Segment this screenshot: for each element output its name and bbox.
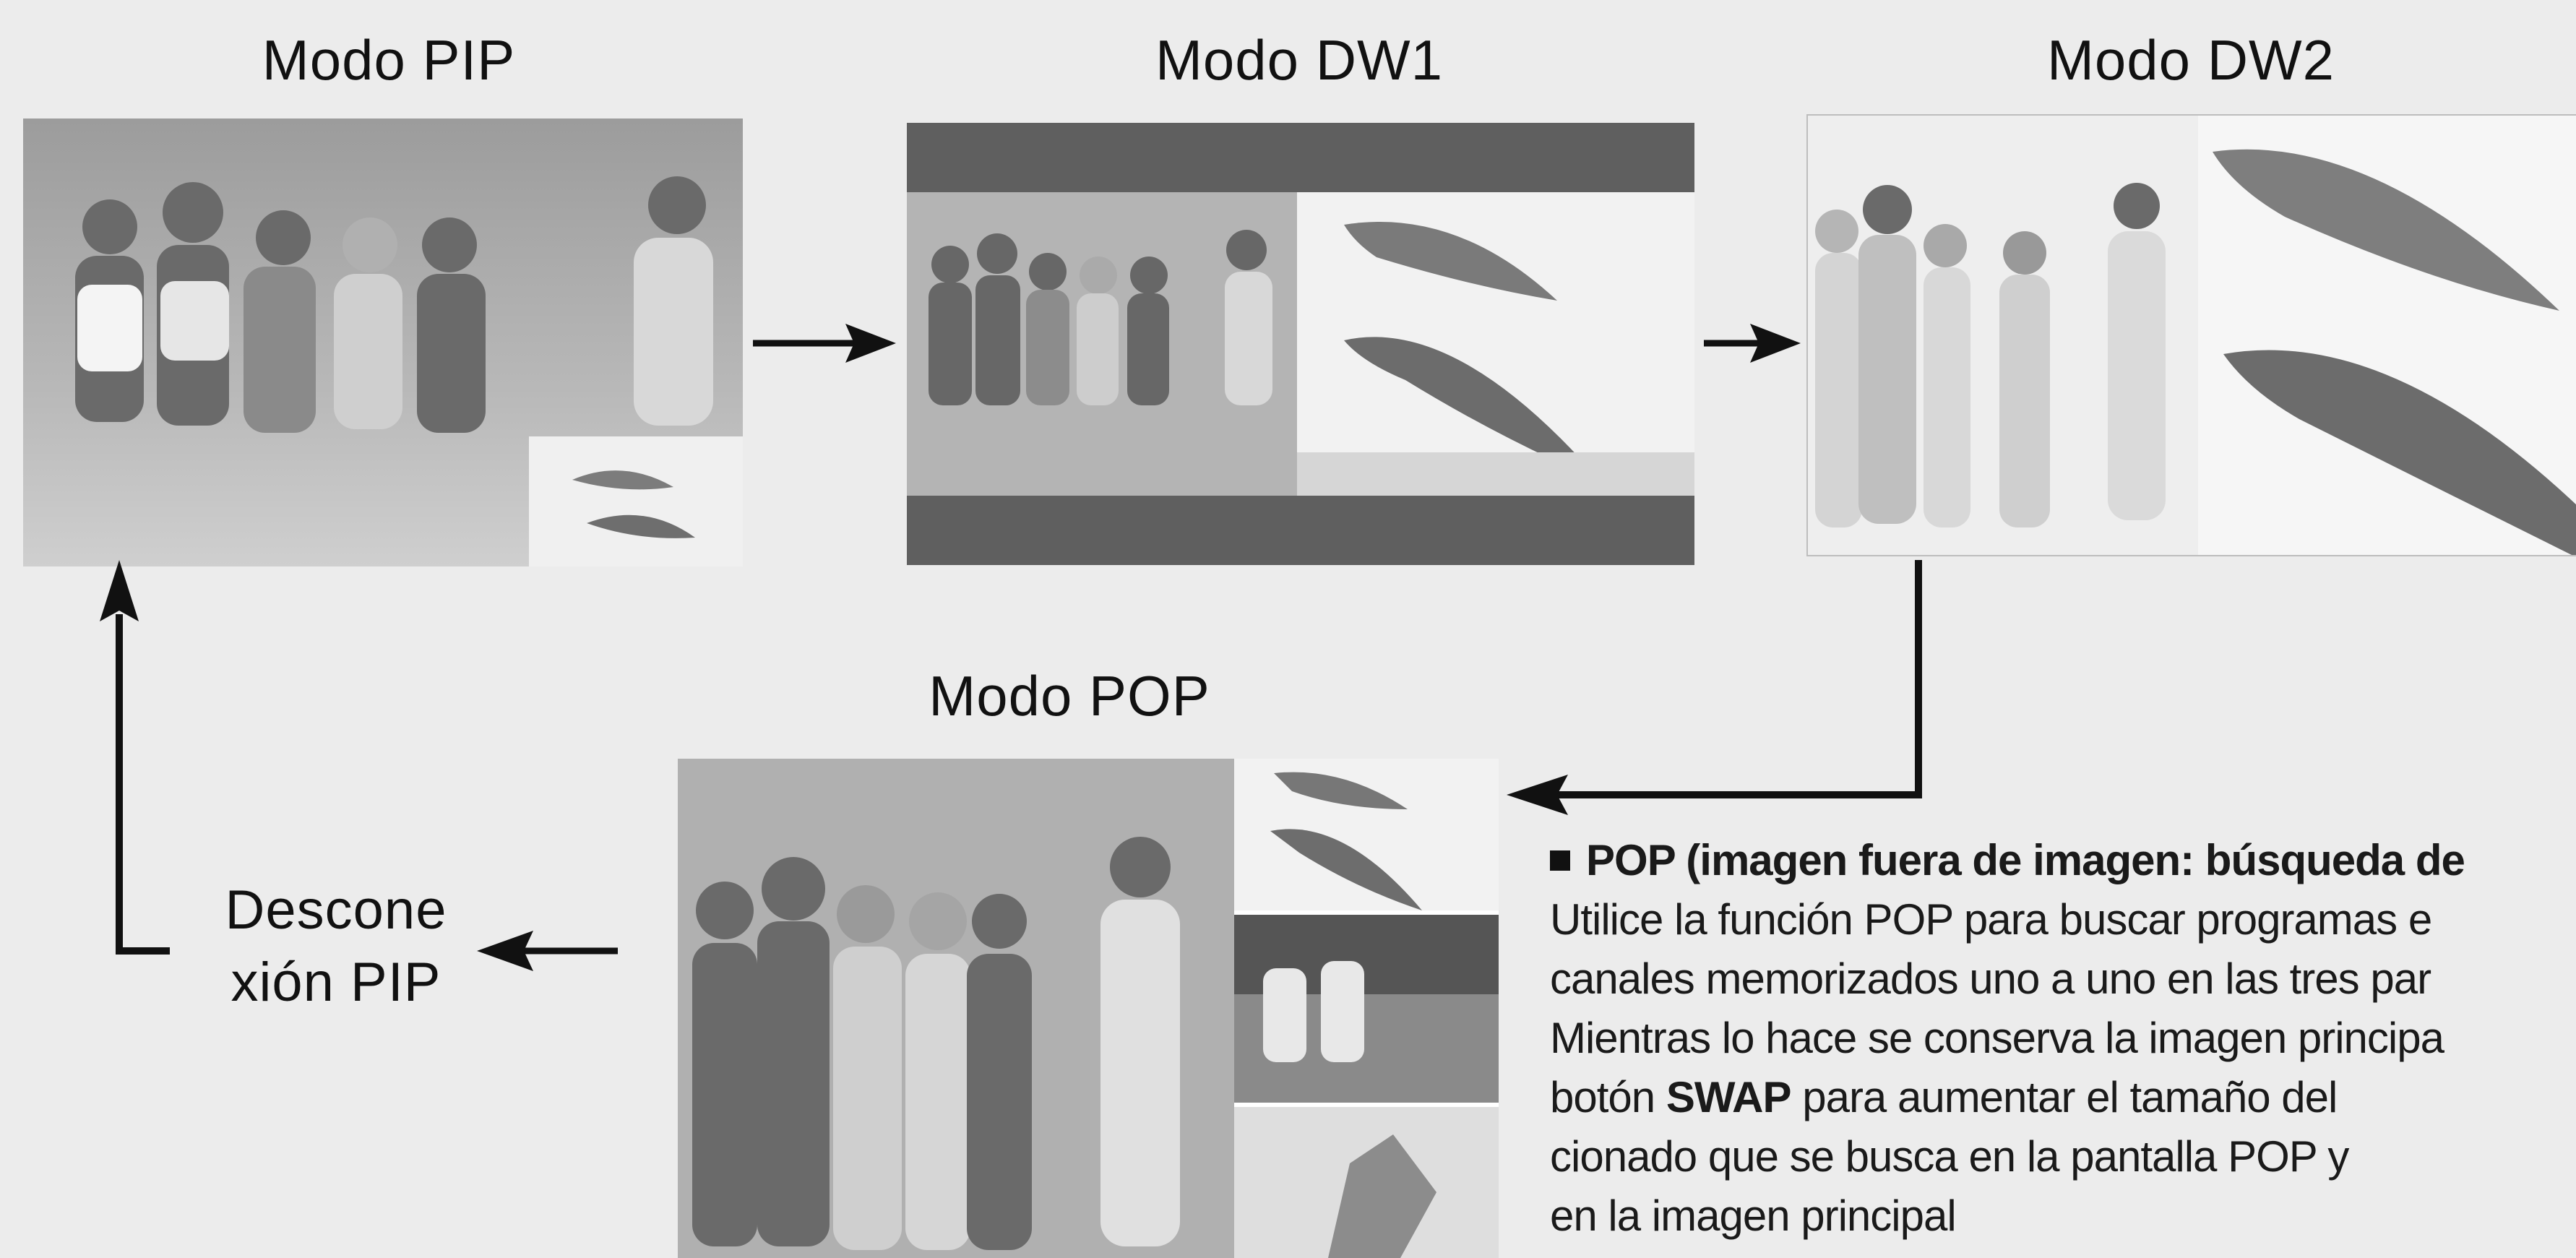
letterbox-bar-bottom: [907, 496, 1694, 565]
pop-heading-text: POP (imagen fuera de imagen: búsqueda de: [1586, 836, 2465, 884]
label-pip-disconnect-line2: xión PIP: [231, 952, 441, 1013]
pop-mode-image: [678, 759, 1499, 1258]
label-pop-mode: Modo POP: [929, 664, 1210, 728]
pop-heading: POP (imagen fuera de imagen: búsqueda de: [1550, 831, 2576, 890]
pip-mode-image: [23, 119, 743, 566]
pop-desc-line-3: Mientras lo hace se conserva la imagen p…: [1550, 1014, 2444, 1062]
label-pip-mode: Modo PIP: [262, 28, 516, 92]
pop-desc-line-5: cionado que se busca en la pantalla POP …: [1550, 1132, 2349, 1181]
label-dw2-mode: Modo DW2: [2046, 28, 2335, 92]
pop-description: POP (imagen fuera de imagen: búsqueda de…: [1550, 831, 2576, 1258]
swap-button-name: SWAP: [1666, 1073, 1792, 1121]
label-dw1-mode: Modo DW1: [1155, 28, 1444, 92]
arrow-right-icon: [1704, 324, 1801, 363]
pop-desc-line-6: en la imagen principal: [1550, 1192, 1957, 1240]
arrow-left-icon: [1507, 560, 1922, 815]
arrow-up-icon: [100, 560, 170, 955]
pop-desc-line-4-post: para aumentar el tamaño del: [1791, 1073, 2338, 1121]
pop-desc-line-4-pre: botón: [1550, 1073, 1666, 1121]
pop-desc-line-2: canales memorizados uno a uno en las tre…: [1550, 955, 2431, 1003]
label-pip-disconnect-line1: Descone: [225, 879, 447, 941]
dw2-mode-image: [1806, 114, 2576, 556]
bullet-square-icon: [1550, 850, 1570, 871]
pop-desc-line-1: Utilice la función POP para buscar progr…: [1550, 895, 2432, 944]
letterbox-bar-top: [907, 123, 1694, 192]
label-pip-disconnect: Descone xión PIP: [206, 874, 466, 1019]
pop-desc-line-4: botón SWAP para aumentar el tamaño del: [1550, 1068, 2576, 1127]
arrow-right-icon: [753, 324, 896, 363]
dw1-mode-image: [907, 123, 1694, 565]
arrow-left-icon: [477, 931, 618, 971]
